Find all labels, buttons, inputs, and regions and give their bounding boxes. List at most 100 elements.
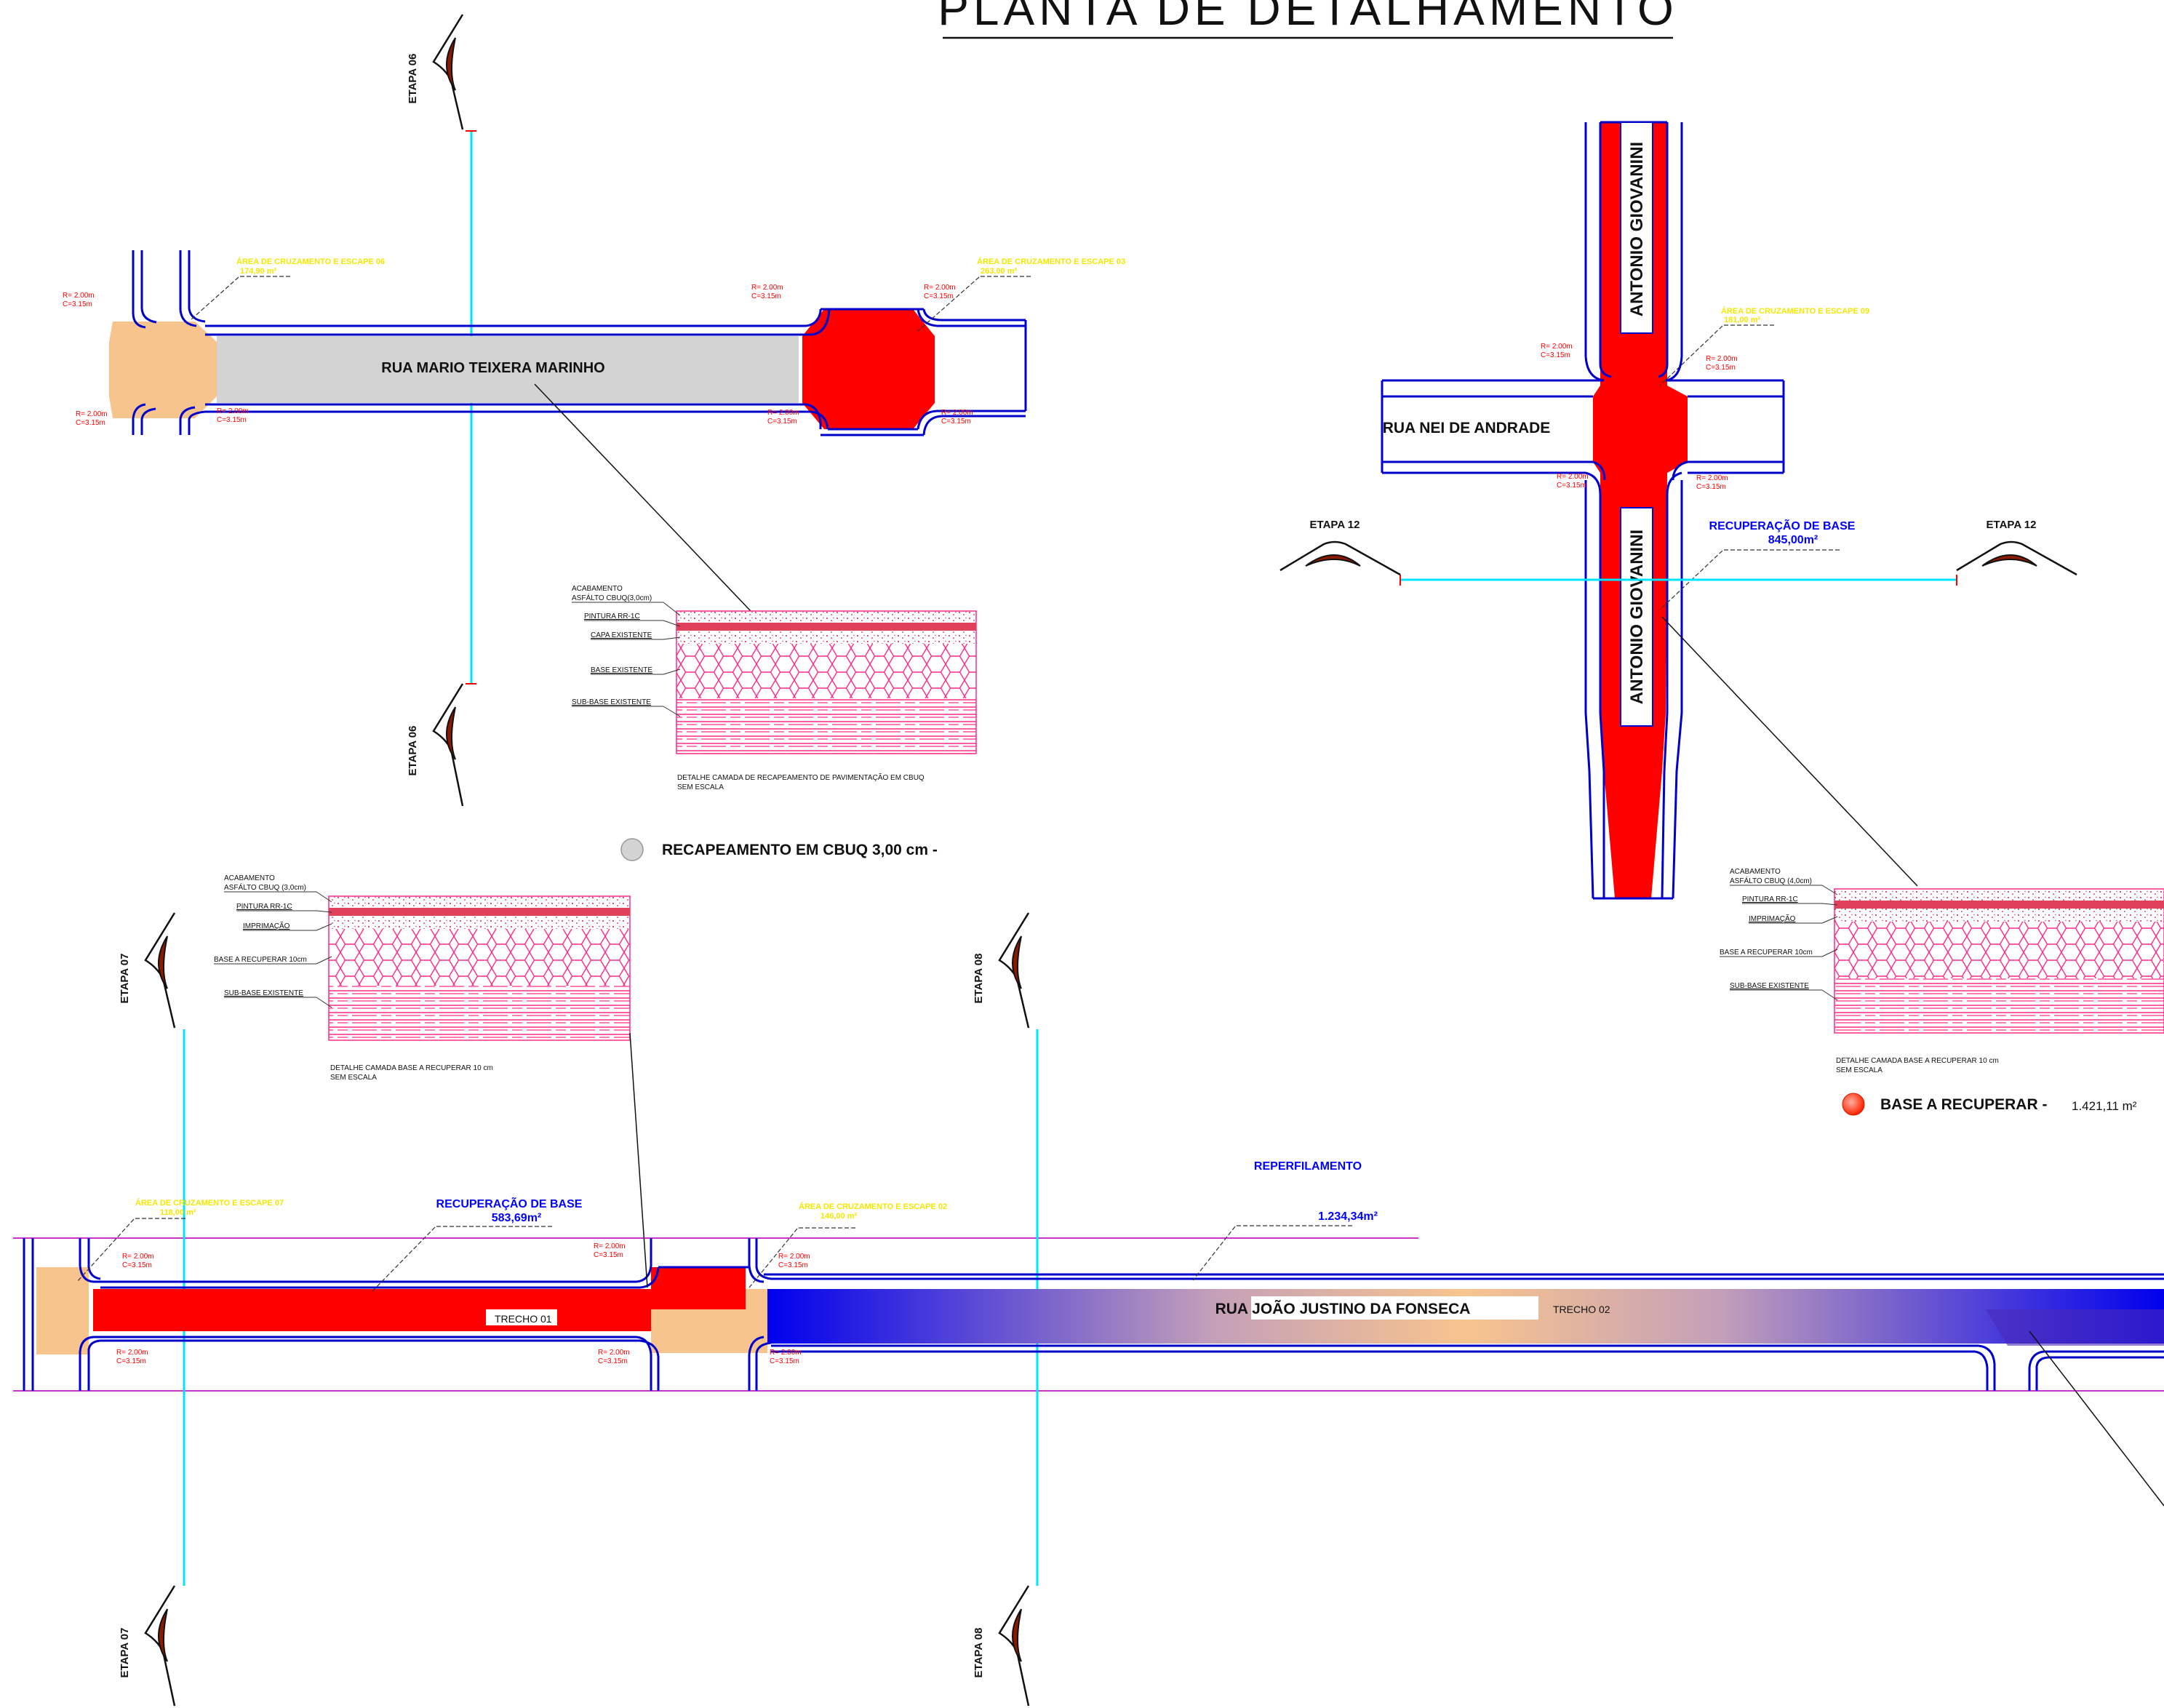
- area-value-cruz09: 181,00 m²: [1724, 316, 1760, 324]
- svg-text:R= 2.00m: R= 2.00m: [778, 1253, 810, 1261]
- svg-text:ETAPA 12: ETAPA 12: [1987, 519, 2037, 531]
- svg-text:C=3.15m: C=3.15m: [751, 292, 781, 300]
- svg-text:IMPRIMAÇÃO: IMPRIMAÇÃO: [243, 921, 290, 930]
- svg-text:ASFÁLTO CBUQ(3,0cm): ASFÁLTO CBUQ(3,0cm): [572, 593, 652, 602]
- svg-text:C=3.15m: C=3.15m: [1557, 482, 1586, 490]
- recap-segment: [217, 336, 799, 403]
- svg-text:C=3.15m: C=3.15m: [1696, 483, 1726, 491]
- svg-text:C=3.15m: C=3.15m: [598, 1357, 628, 1365]
- street-label-antonio-bottom: ANTONIO GIOVANINI: [1627, 530, 1647, 704]
- area-label-recup-jj: RECUPERAÇÃO DE BASE: [436, 1196, 583, 1210]
- svg-text:R= 2.00m: R= 2.00m: [598, 1349, 630, 1357]
- street-label-joao: RUA JOÃO JUSTINO DA FONSECA: [1215, 1301, 1471, 1317]
- area-label-cruz07: ÁREA DE CRUZAMENTO E ESCAPE 07: [135, 1198, 284, 1208]
- street-label-antonio-top: ANTONIO GIOVANINI: [1627, 142, 1647, 316]
- area-value-recup-jj: 583,69m²: [492, 1212, 542, 1224]
- svg-text:DETALHE CAMADA DE RECAPEAMENTO: DETALHE CAMADA DE RECAPEAMENTO DE PAVIME…: [677, 773, 925, 782]
- stage-marker-12-left: ETAPA 12: [1279, 519, 1401, 576]
- svg-text:1.421,11 m²: 1.421,11 m²: [2072, 1099, 2137, 1113]
- area-value-cruz03: 263,00 m²: [981, 267, 1017, 276]
- svg-text:SEM ESCALA: SEM ESCALA: [677, 783, 724, 791]
- svg-text:ASFÁLTO CBUQ (3,0cm): ASFÁLTO CBUQ (3,0cm): [224, 882, 306, 892]
- svg-text:R= 2.00m: R= 2.00m: [116, 1349, 148, 1357]
- svg-text:ETAPA 08: ETAPA 08: [973, 954, 985, 1004]
- leader-line-mario: [534, 383, 751, 612]
- svg-text:R= 2.00m: R= 2.00m: [122, 1253, 154, 1261]
- area-value-cruz07: 118,00 m²: [160, 1208, 196, 1217]
- detail-base-3cm: ACABAMENTO ASFÁLTO CBUQ (3,0cm) PINTURA …: [214, 874, 631, 1082]
- area-value-recup-ag: 845,00m²: [1768, 534, 1818, 546]
- svg-text:R= 2.00m: R= 2.00m: [767, 409, 799, 417]
- svg-text:C=3.15m: C=3.15m: [941, 418, 971, 426]
- area-label-recup-ag: RECUPERAÇÃO DE BASE: [1709, 518, 1856, 532]
- area-label-cruz09: ÁREA DE CRUZAMENTO E ESCAPE 09: [1721, 306, 1869, 316]
- svg-text:ASFÁLTO CBUQ (4,0cm): ASFÁLTO CBUQ (4,0cm): [1730, 876, 1812, 885]
- svg-text:SUB-BASE EXISTENTE: SUB-BASE EXISTENTE: [572, 698, 651, 706]
- svg-text:R= 2.00m: R= 2.00m: [1706, 355, 1738, 363]
- area-value-cruz02: 146,00 m²: [821, 1212, 857, 1221]
- stage-marker-08-bottom: ETAPA 08: [973, 1585, 1030, 1707]
- stage-marker-07-bottom: ETAPA 07: [119, 1585, 176, 1707]
- svg-text:R= 2.00m: R= 2.00m: [1696, 474, 1728, 482]
- svg-text:R= 2.00m: R= 2.00m: [594, 1242, 626, 1250]
- svg-text:C=3.15m: C=3.15m: [1541, 351, 1570, 359]
- legend-recap: RECAPEAMENTO EM CBUQ 3,00 cm -: [620, 838, 938, 861]
- road-outline-mario: [132, 250, 1027, 436]
- area-label-cruz03: ÁREA DE CRUZAMENTO E ESCAPE 03: [977, 257, 1125, 266]
- base-segment-trecho01: [93, 1267, 746, 1331]
- crossing-area-02: [651, 1289, 767, 1353]
- stage-marker-06-top: ETAPA 06: [407, 14, 464, 130]
- svg-text:C=3.15m: C=3.15m: [63, 300, 92, 308]
- svg-text:BASE EXISTENTE: BASE EXISTENTE: [591, 666, 652, 674]
- svg-text:SUB-BASE EXISTENTE: SUB-BASE EXISTENTE: [224, 989, 303, 997]
- street-label-nei: RUA NEI DE ANDRADE: [1383, 420, 1551, 436]
- svg-text:R= 2.00m: R= 2.00m: [217, 407, 249, 415]
- area-value-cruz06: 174,90 m²: [240, 267, 276, 276]
- crossing-area-03: [802, 309, 935, 429]
- svg-text:SUB-BASE EXISTENTE: SUB-BASE EXISTENTE: [1730, 982, 1809, 990]
- svg-text:R= 2.00m: R= 2.00m: [941, 409, 973, 417]
- stage-marker-07-top: ETAPA 07: [119, 912, 176, 1029]
- stage-marker-06-bottom: ETAPA 06: [407, 683, 464, 807]
- svg-text:DETALHE CAMADA BASE A RECUPERA: DETALHE CAMADA BASE A RECUPERAR 10 cm: [330, 1064, 493, 1072]
- trecho-02-label: TRECHO 02: [1553, 1304, 1610, 1315]
- svg-text:C=3.15m: C=3.15m: [122, 1261, 152, 1269]
- area-label-cruz02: ÁREA DE CRUZAMENTO E ESCAPE 02: [799, 1202, 947, 1211]
- page-title: PLANTA DE DETALHAMENTO: [938, 0, 1678, 35]
- svg-text:ETAPA 06: ETAPA 06: [407, 726, 419, 776]
- stage-marker-12-right: ETAPA 12: [1956, 519, 2077, 576]
- svg-text:ETAPA 08: ETAPA 08: [973, 1628, 985, 1678]
- legend-base: BASE A RECUPERAR - 1.421,11 m²: [1842, 1093, 2137, 1116]
- svg-text:R= 2.00m: R= 2.00m: [751, 284, 783, 292]
- svg-text:IMPRIMAÇÃO: IMPRIMAÇÃO: [1749, 914, 1796, 923]
- area-value-reperf: 1.234,34m²: [1318, 1210, 1378, 1223]
- crossing-area-07: [36, 1267, 89, 1354]
- svg-text:ACABAMENTO: ACABAMENTO: [572, 585, 623, 593]
- svg-text:PINTURA RR-1C: PINTURA RR-1C: [236, 903, 292, 911]
- svg-text:R= 2.00m: R= 2.00m: [1557, 473, 1589, 481]
- road-outline-joao: [23, 1238, 2164, 1391]
- svg-text:PINTURA RR-1C: PINTURA RR-1C: [1742, 895, 1798, 903]
- svg-text:C=3.15m: C=3.15m: [924, 292, 954, 300]
- svg-text:C=3.15m: C=3.15m: [778, 1261, 808, 1269]
- svg-text:R= 2.00m: R= 2.00m: [76, 410, 108, 418]
- svg-text:R= 2.00m: R= 2.00m: [924, 284, 956, 292]
- svg-text:ACABAMENTO: ACABAMENTO: [1730, 868, 1781, 876]
- svg-text:C=3.15m: C=3.15m: [116, 1357, 146, 1365]
- svg-text:R= 2.00m: R= 2.00m: [770, 1349, 802, 1357]
- crossing-area-06: [109, 322, 217, 418]
- detail-base-4cm: ACABAMENTO ASFÁLTO CBUQ (4,0cm) PINTURA …: [1720, 868, 2164, 1074]
- svg-text:ACABAMENTO: ACABAMENTO: [224, 874, 275, 882]
- svg-text:C=3.15m: C=3.15m: [217, 416, 247, 424]
- road-outline-antonio: [1381, 121, 1785, 900]
- stage-marker-08-top: ETAPA 08: [973, 912, 1030, 1029]
- svg-text:ETAPA 07: ETAPA 07: [119, 1628, 131, 1678]
- svg-text:DETALHE CAMADA BASE A RECUPERA: DETALHE CAMADA BASE A RECUPERAR 10 cm: [1836, 1057, 1999, 1065]
- svg-text:C=3.15m: C=3.15m: [1706, 364, 1736, 372]
- area-label-cruz06: ÁREA DE CRUZAMENTO E ESCAPE 06: [236, 257, 385, 266]
- svg-text:ETAPA 06: ETAPA 06: [407, 54, 419, 104]
- area-label-reperf: REPERFILAMENTO: [1254, 1160, 1362, 1173]
- svg-text:SEM ESCALA: SEM ESCALA: [1836, 1066, 1882, 1074]
